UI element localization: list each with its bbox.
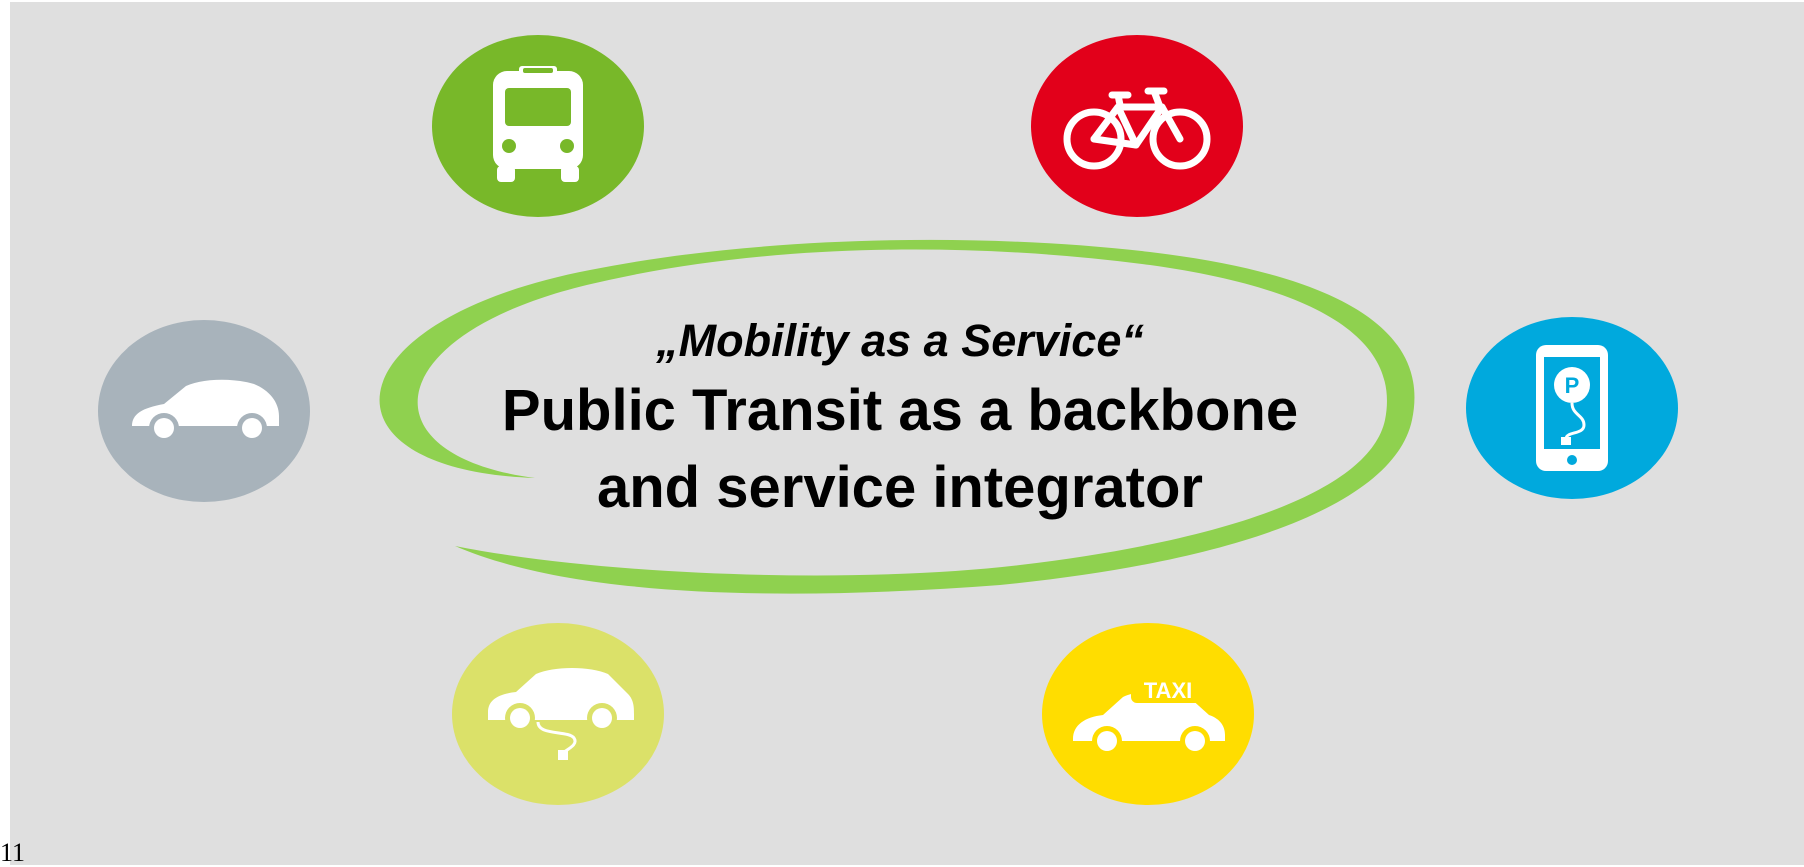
center-text-block: „Mobility as a Service“ Public Transit a… — [390, 310, 1410, 526]
taxi-label: TAXI — [1144, 678, 1192, 703]
electric-car-icon — [488, 668, 634, 760]
bus-circle — [432, 35, 644, 217]
bicycle-icon — [1063, 87, 1211, 170]
bicycle-circle — [1031, 35, 1243, 217]
mobility-as-a-service-title: „Mobility as a Service“ — [656, 315, 1144, 366]
car-icon — [132, 379, 279, 443]
headline-line-1: Public Transit as a backbone — [501, 378, 1299, 443]
taxi-icon: TAXI — [1073, 675, 1225, 756]
car-circle — [98, 320, 310, 502]
parking-app-icon: P — [1536, 345, 1608, 471]
electric-car-circle — [452, 623, 664, 805]
parking-app-circle: P — [1466, 317, 1678, 499]
bus-icon — [493, 66, 583, 182]
taxi-circle: TAXI — [1042, 623, 1254, 805]
page-number: 11 — [0, 838, 26, 867]
headline-line-2: and service integrator — [597, 455, 1203, 520]
parking-label: P — [1565, 373, 1580, 398]
